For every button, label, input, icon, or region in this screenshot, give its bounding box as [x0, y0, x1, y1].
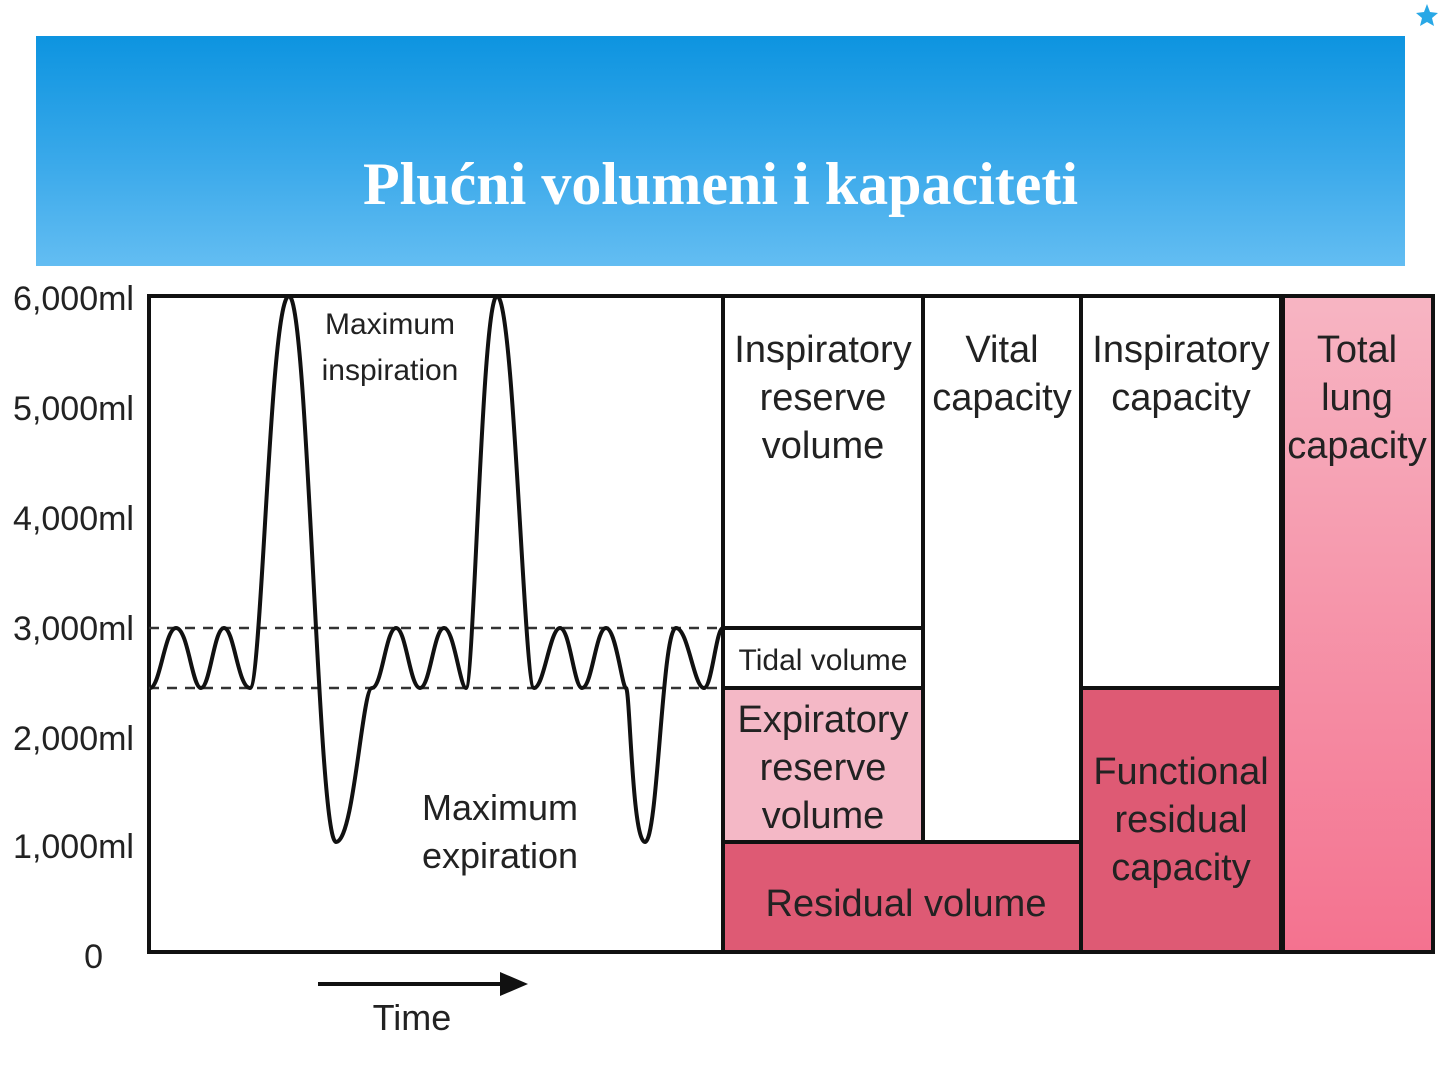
x-axis-label: Time — [373, 997, 452, 1038]
max-inspiration-label: Maximum — [325, 308, 455, 341]
y-tick-label: 0 — [84, 938, 103, 976]
inspiratory-capacity-label: capacity — [1111, 377, 1250, 419]
erv-label: reserve — [760, 747, 887, 789]
inspiratory-capacity-label: Inspiratory — [1092, 329, 1269, 371]
lung-volume-diagram: 6,000ml 5,000ml 4,000ml 3,000ml 2,000ml … — [13, 280, 1435, 1038]
vital-capacity-box — [921, 294, 1083, 844]
inspiratory-capacity-box — [1079, 294, 1283, 690]
decoration-stars — [1416, 4, 1438, 26]
max-expiration-label: expiration — [422, 835, 578, 876]
arrow-right-icon — [500, 972, 528, 996]
residual-volume-label: Residual volume — [766, 883, 1047, 925]
erv-label: Expiratory — [737, 699, 908, 741]
y-tick-label: 6,000ml — [13, 280, 134, 318]
irv-label: Inspiratory — [734, 329, 911, 371]
vital-capacity-label: Vital — [965, 329, 1038, 371]
max-expiration-label: Maximum — [422, 787, 578, 828]
irv-label: volume — [762, 425, 885, 467]
title-banner: Plućni volumeni i kapaciteti — [36, 36, 1405, 266]
tlc-label: lung — [1321, 377, 1393, 419]
y-tick-label: 4,000ml — [13, 500, 134, 538]
vital-capacity-label: capacity — [932, 377, 1071, 419]
irv-label: reserve — [760, 377, 887, 419]
spirogram-trace — [149, 294, 725, 844]
frc-label: Functional — [1093, 751, 1268, 793]
max-inspiration-label: inspiration — [322, 354, 459, 387]
y-tick-label: 3,000ml — [13, 610, 134, 648]
y-tick-label: 5,000ml — [13, 390, 134, 428]
frc-label: residual — [1114, 799, 1247, 841]
plot-frame — [147, 294, 725, 954]
tidal-volume-box — [721, 626, 925, 690]
frc-label: capacity — [1111, 847, 1250, 889]
tlc-label: Total — [1317, 329, 1397, 371]
tlc-box — [1281, 294, 1435, 954]
erv-label: volume — [762, 795, 885, 837]
residual-volume-box — [721, 840, 1083, 954]
y-tick-label: 2,000ml — [13, 720, 134, 758]
y-tick-label: 1,000ml — [13, 828, 134, 866]
tlc-label: capacity — [1287, 425, 1426, 467]
star-icon — [1416, 4, 1438, 26]
erv-box — [721, 686, 925, 844]
tidal-volume-label: Tidal volume — [739, 644, 908, 677]
slide-title: Plućni volumeni i kapaciteti — [362, 151, 1079, 217]
